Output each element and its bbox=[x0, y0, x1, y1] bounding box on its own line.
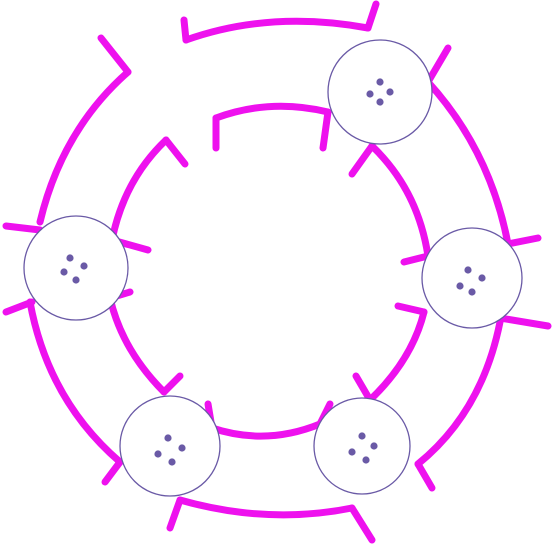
inner-tick bbox=[162, 136, 189, 168]
node-circle bbox=[119, 395, 221, 497]
ring-node bbox=[421, 227, 523, 329]
node-dot bbox=[478, 274, 486, 282]
node-dot bbox=[154, 450, 162, 458]
inner-arc-right-lower bbox=[366, 308, 428, 404]
node-dot bbox=[72, 276, 80, 284]
node-dot bbox=[456, 282, 464, 290]
outer-tick bbox=[414, 460, 436, 492]
inner-ring bbox=[106, 102, 432, 440]
outer-arc-left-lower bbox=[26, 298, 124, 466]
node-dot bbox=[168, 458, 176, 466]
inner-tick bbox=[160, 372, 184, 396]
node-dot bbox=[358, 432, 366, 440]
ring-node bbox=[119, 395, 221, 497]
node-dot bbox=[386, 88, 394, 96]
inner-tick bbox=[352, 372, 374, 404]
inner-arc-right-upper bbox=[368, 142, 432, 260]
node-dot bbox=[80, 262, 88, 270]
inner-tick bbox=[348, 142, 376, 178]
node-circle bbox=[421, 227, 523, 329]
outer-arc-bottom bbox=[176, 496, 356, 519]
inner-tick bbox=[319, 108, 332, 152]
spoke-right-upper-inner bbox=[400, 252, 432, 266]
nodes bbox=[23, 39, 523, 497]
inner-arc-top bbox=[212, 102, 332, 122]
outer-tick bbox=[364, 0, 380, 32]
ring-node bbox=[327, 39, 433, 145]
outer-tick bbox=[424, 44, 452, 86]
outer-tick bbox=[348, 504, 376, 544]
node-dot bbox=[164, 434, 172, 442]
spoke-right-lower-inner bbox=[394, 302, 428, 316]
inner-arc-top-left bbox=[108, 136, 170, 244]
node-dot bbox=[348, 448, 356, 456]
outer-tick bbox=[180, 16, 190, 44]
outer-tick bbox=[101, 458, 124, 486]
node-dot bbox=[60, 268, 68, 276]
outer-tick bbox=[97, 34, 132, 76]
node-circle bbox=[313, 397, 411, 495]
outer-arc-top-left bbox=[36, 68, 132, 226]
ring-node bbox=[313, 397, 411, 495]
node-dot bbox=[468, 288, 476, 296]
outer-arc-right-lower bbox=[414, 318, 504, 468]
spoke-left-lower bbox=[2, 298, 36, 316]
spoke-right-upper bbox=[504, 234, 542, 248]
node-dot bbox=[376, 78, 384, 86]
spoke-right-lower bbox=[496, 314, 552, 330]
node-dot bbox=[464, 266, 472, 274]
inner-arc-bottom bbox=[208, 420, 324, 440]
node-dot bbox=[376, 98, 384, 106]
outer-tick bbox=[166, 496, 184, 532]
node-circle bbox=[327, 39, 433, 145]
outer-arc-right-upper bbox=[424, 78, 512, 248]
outer-arc-top bbox=[182, 17, 372, 44]
node-circle bbox=[23, 215, 129, 321]
outer-ring bbox=[26, 0, 512, 544]
node-dot bbox=[178, 444, 186, 452]
spoke-left-upper bbox=[2, 222, 44, 234]
ring-node bbox=[23, 215, 129, 321]
node-dot bbox=[370, 442, 378, 450]
inner-arc-left-lower bbox=[106, 294, 168, 396]
node-dot bbox=[366, 90, 374, 98]
node-dot bbox=[362, 456, 370, 464]
node-dot bbox=[66, 254, 74, 262]
